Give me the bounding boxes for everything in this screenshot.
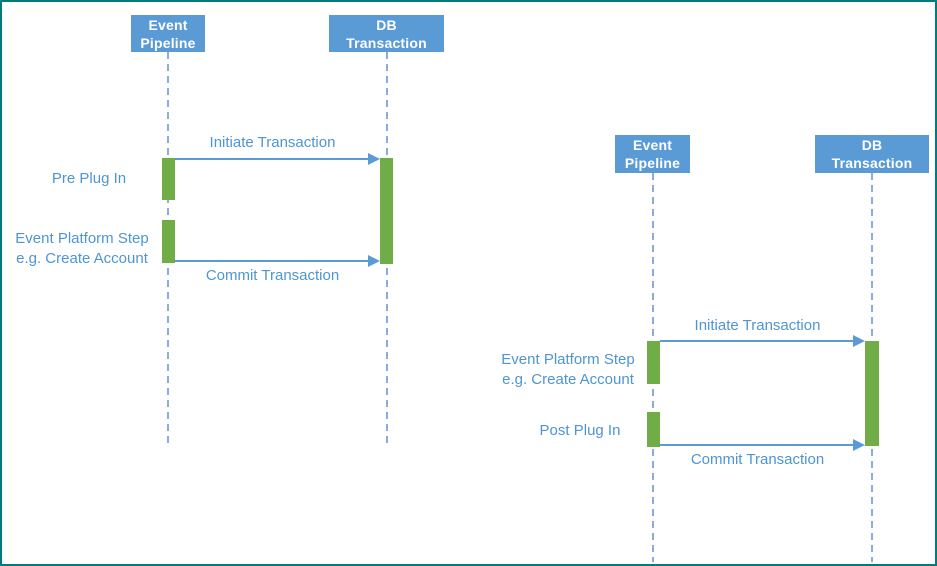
message-line-initiate <box>660 340 853 342</box>
activation-db-transaction <box>865 341 879 446</box>
actor-label: Event <box>148 16 188 33</box>
actor-label: Transaction <box>831 155 913 171</box>
message-label-commit-transaction: Commit Transaction <box>690 451 825 468</box>
actor-box-db-transaction: DB Transaction <box>329 15 444 52</box>
step-label-pre-plug-in: Pre Plug In <box>51 170 127 187</box>
arrowhead-right-icon <box>368 255 380 267</box>
arrowhead-right-icon <box>853 335 865 347</box>
message-label-commit-transaction: Commit Transaction <box>205 267 340 284</box>
message-line-commit <box>660 444 853 446</box>
activation-pre-plug-in <box>162 158 175 200</box>
activation-event-platform-step <box>162 220 175 263</box>
arrowhead-right-icon <box>853 439 865 451</box>
activation-event-platform-step <box>647 341 660 384</box>
message-label-initiate-transaction: Initiate Transaction <box>694 317 821 334</box>
actor-box-event-pipeline: Event Pipeline <box>615 135 690 173</box>
actor-label: Pipeline <box>624 155 681 171</box>
message-line-initiate <box>175 158 369 160</box>
actor-label: Transaction <box>346 34 427 51</box>
activation-db-transaction <box>380 158 393 264</box>
actor-label: DB <box>861 137 883 153</box>
message-line-commit <box>175 260 369 262</box>
actor-label: DB <box>376 16 397 33</box>
activation-post-plug-in <box>647 412 660 447</box>
actor-box-db-transaction: DB Transaction <box>815 135 929 173</box>
step-label-post-plug-in: Post Plug In <box>539 422 621 439</box>
actor-label: Pipeline <box>140 34 196 51</box>
actor-label: Event <box>632 137 673 153</box>
actor-box-event-pipeline: Event Pipeline <box>131 15 205 52</box>
step-label-event-platform-step: Event Platform Step e.g. Create Account <box>15 230 149 267</box>
arrowhead-right-icon <box>368 153 380 165</box>
step-label-event-platform-step: Event Platform Step e.g. Create Account <box>501 351 635 388</box>
message-label-initiate-transaction: Initiate Transaction <box>209 134 336 151</box>
